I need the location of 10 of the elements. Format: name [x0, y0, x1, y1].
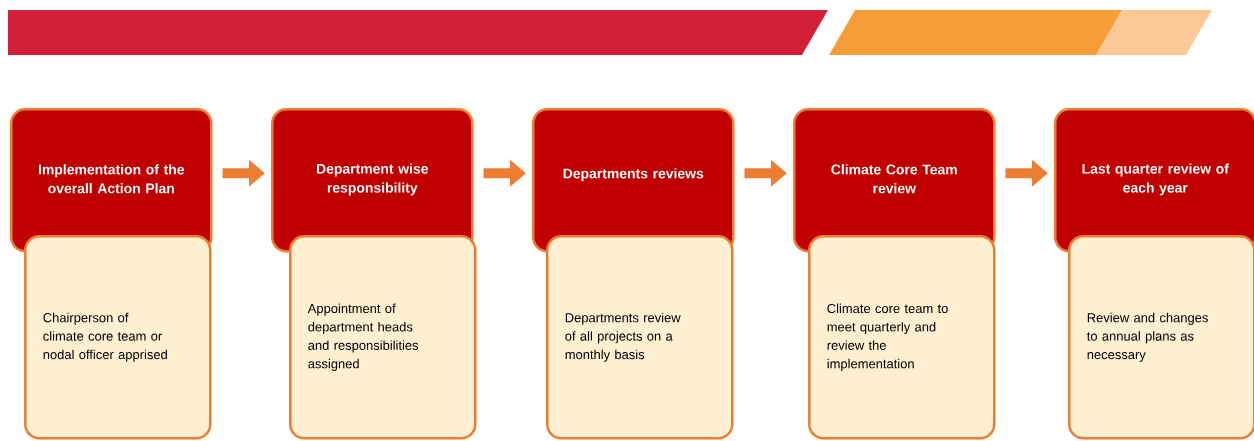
- description-box: Review and changes to annual plans as necessary: [1068, 235, 1254, 440]
- description-box: Departments review of all projects on a monthly basis: [546, 235, 734, 440]
- description-box: Climate core team to meet quarterly and review the implementation: [808, 235, 996, 440]
- step-box: Climate Core Team review: [793, 108, 996, 253]
- step-box: Implementation of the overall Action Plan: [10, 108, 213, 253]
- step-box: Departments reviews: [532, 108, 735, 253]
- step-box: Department wise responsibility: [271, 108, 474, 253]
- step-box: Last quarter review of each year: [1054, 108, 1254, 253]
- description-box: Chairperson of climate core team or nodal officer apprised: [24, 235, 212, 440]
- description-box: Appointment of department heads and responsibilities assigned: [289, 235, 477, 440]
